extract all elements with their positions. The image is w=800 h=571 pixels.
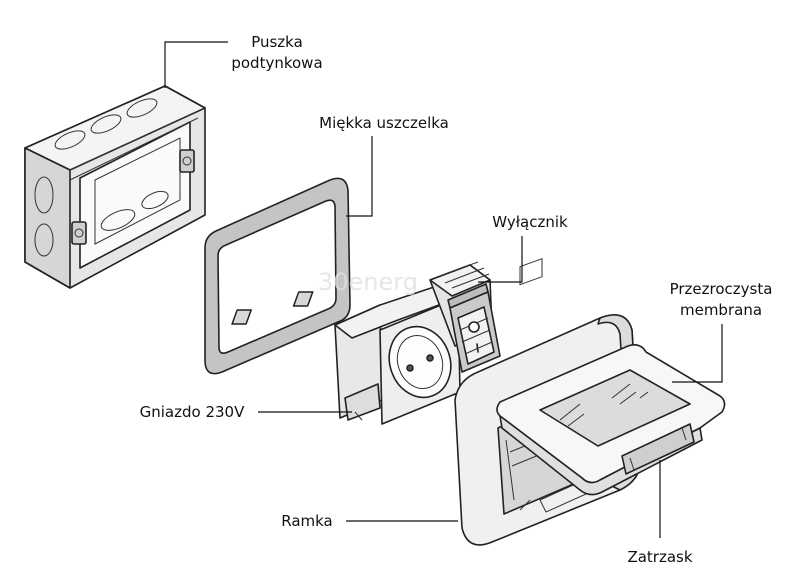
membrane-leader — [672, 324, 723, 383]
label-frame: Ramka — [281, 512, 333, 530]
switch-leader — [478, 236, 523, 283]
soft-gasket-illustration — [204, 177, 351, 375]
label-box-line2: podtynkowa — [231, 54, 322, 72]
label-gasket: Miękka uszczelka — [319, 114, 449, 132]
transparent-membrane-illustration — [496, 344, 726, 496]
label-socket: Gniazdo 230V — [140, 403, 245, 421]
switch-illustration — [429, 261, 501, 373]
watermark-text: 30energ — [318, 268, 418, 296]
label-switch: Wyłącznik — [492, 213, 568, 231]
labels: Puszka podtynkowa Miękka uszczelka Wyłąc… — [140, 33, 773, 566]
label-latch: Zatrzask — [627, 548, 692, 566]
gasket-leader — [346, 136, 373, 217]
socket-230v-illustration — [231, 284, 461, 425]
label-box-line1: Puszka — [251, 33, 303, 51]
box-leader — [164, 41, 228, 88]
label-membrane-line1: Przezroczysta — [670, 280, 773, 298]
leader-lines — [164, 41, 723, 538]
flush-mount-box-illustration — [24, 85, 206, 289]
label-membrane-line2: membrana — [680, 301, 762, 319]
